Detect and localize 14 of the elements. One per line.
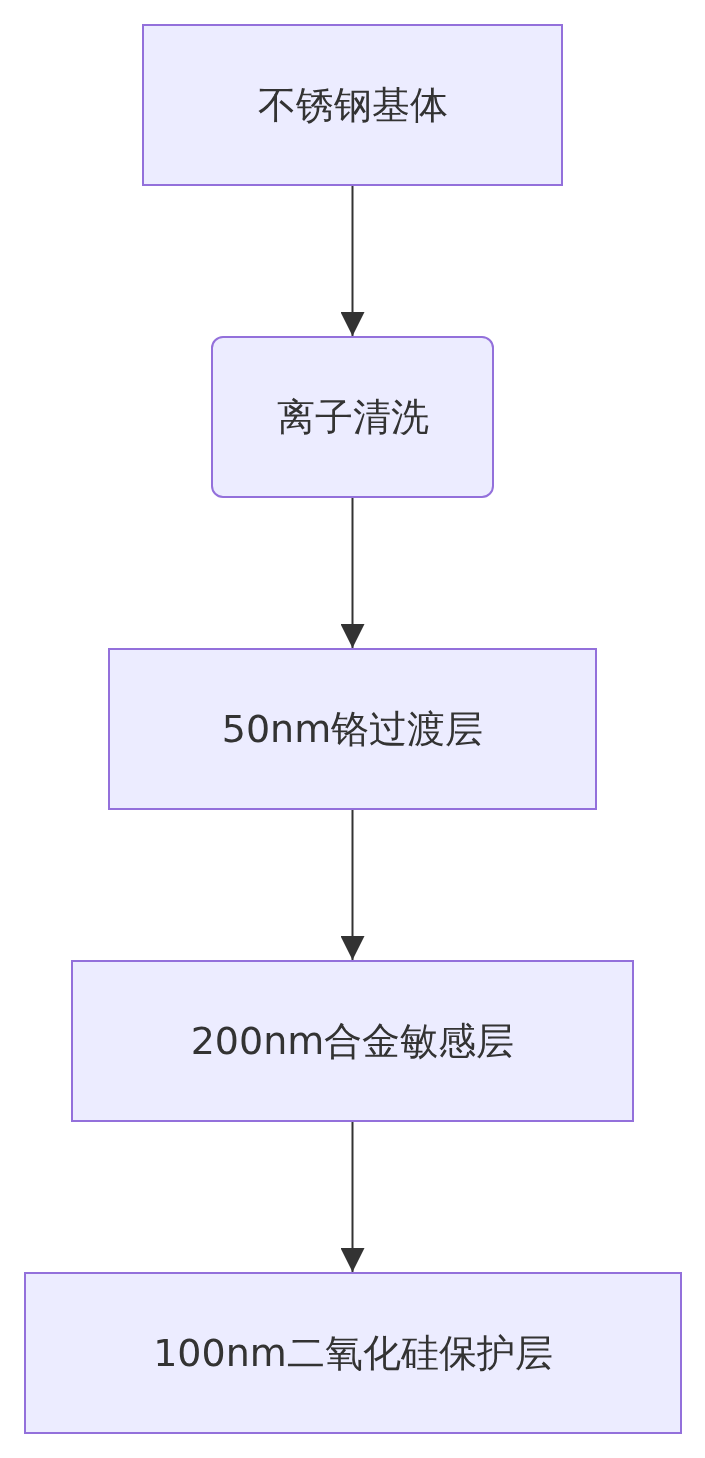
node-label: 100nm二氧化硅保护层 xyxy=(153,1329,553,1377)
arrow xyxy=(340,185,365,337)
node-label: 50nm铬过渡层 xyxy=(221,705,484,753)
rounded-process-box xyxy=(211,336,494,498)
node-label: 200nm合金敏感层 xyxy=(190,1017,515,1065)
process-box xyxy=(71,960,634,1122)
node-label: 不锈钢基体 xyxy=(257,81,448,129)
process-box xyxy=(108,648,597,810)
arrow xyxy=(340,1121,365,1273)
arrow xyxy=(340,809,365,961)
node-label: 离子清洗 xyxy=(276,393,429,441)
arrow xyxy=(340,497,365,649)
process-box xyxy=(24,1272,682,1434)
process-box xyxy=(142,24,563,186)
